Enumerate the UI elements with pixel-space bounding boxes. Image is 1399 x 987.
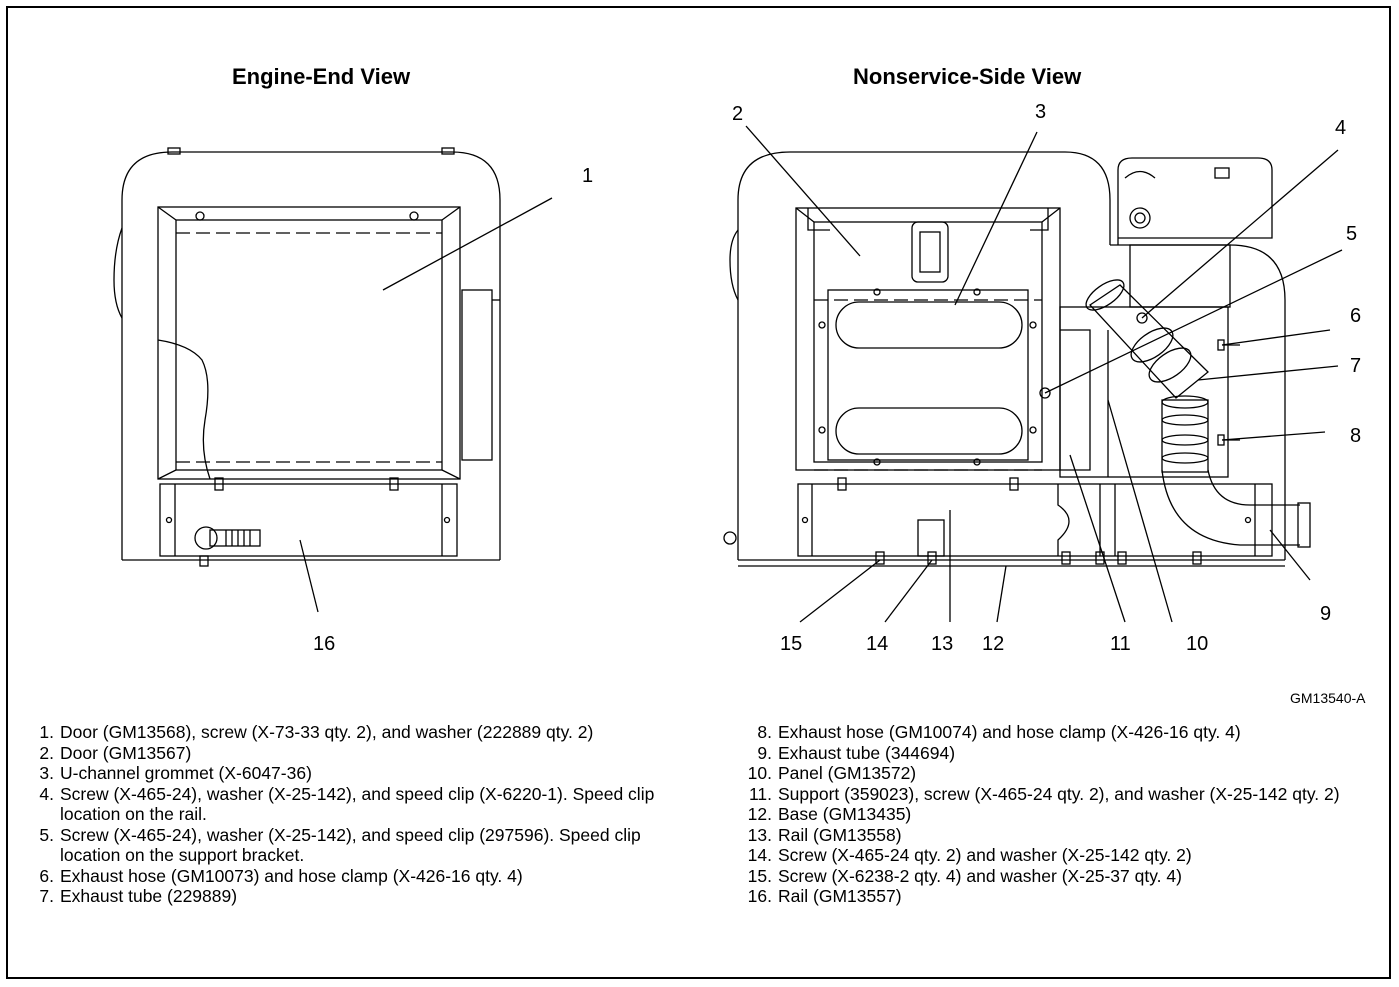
legend-item: 10.Panel (GM13572): [747, 763, 917, 783]
nonservice-side-view-title: Nonservice-Side View: [853, 64, 1082, 89]
figure-id: GM13540-A: [1290, 690, 1366, 706]
legend-item: 3.U-channel grommet (X-6047-36): [39, 763, 312, 783]
legend-item: 1.Door (GM13568), screw (X-73-33 qty. 2)…: [39, 722, 594, 742]
callout-11: 11: [1110, 633, 1131, 655]
legend-item: 8.Exhaust hose (GM10074) and hose clamp …: [757, 722, 1241, 742]
legend-item: 11.Support (359023), screw (X-465-24 qty…: [748, 783, 1340, 804]
legend-item: 2.Door (GM13567): [39, 742, 192, 763]
legend-right: 8.Exhaust hose (GM10074) and hose clamp …: [732, 722, 1382, 907]
callout-6: 6: [1350, 305, 1362, 327]
legend-item: 16.Rail (GM13557): [747, 886, 902, 906]
legend-item: 12.Base (GM13435): [747, 804, 912, 824]
legend-item: 7.Exhaust tube (229889): [39, 886, 238, 906]
callout-9: 9: [1320, 603, 1332, 625]
callout-14: 14: [866, 633, 889, 655]
legend-item: 15.Screw (X-6238-2 qty. 4) and washer (X…: [747, 865, 1182, 886]
nonservice-side-view-drawing: [723, 125, 1343, 623]
callout-8: 8: [1350, 425, 1362, 447]
engine-end-view-title: Engine-End View: [232, 64, 411, 89]
callout-10: 10: [1186, 633, 1209, 655]
callout-16: 16: [313, 633, 336, 655]
legend-item: 4.Screw (X-465-24), washer (X-25-142), a…: [39, 783, 655, 825]
legend-item: 5.Screw (X-465-24), washer (X-25-142), a…: [39, 824, 641, 866]
legend-item: 9.Exhaust tube (344694): [757, 742, 956, 763]
legend-item: 14.Screw (X-465-24 qty. 2) and washer (X…: [747, 845, 1192, 865]
callout-7: 7: [1350, 355, 1362, 377]
legend-left: 1.Door (GM13568), screw (X-73-33 qty. 2)…: [33, 722, 683, 907]
callout-5: 5: [1346, 223, 1358, 245]
callout-12: 12: [982, 633, 1005, 655]
legend-item: 6.Exhaust hose (GM10073) and hose clamp …: [39, 865, 523, 886]
callout-2: 2: [732, 103, 744, 125]
callout-1: 1: [582, 165, 594, 187]
callout-3: 3: [1035, 101, 1047, 123]
callout-15: 15: [780, 633, 803, 655]
callout-4: 4: [1335, 117, 1347, 139]
engine-end-view-drawing: [113, 147, 553, 613]
figure-frame: [6, 6, 1391, 979]
callout-13: 13: [931, 633, 954, 655]
legend-item: 13.Rail (GM13558): [747, 824, 902, 845]
